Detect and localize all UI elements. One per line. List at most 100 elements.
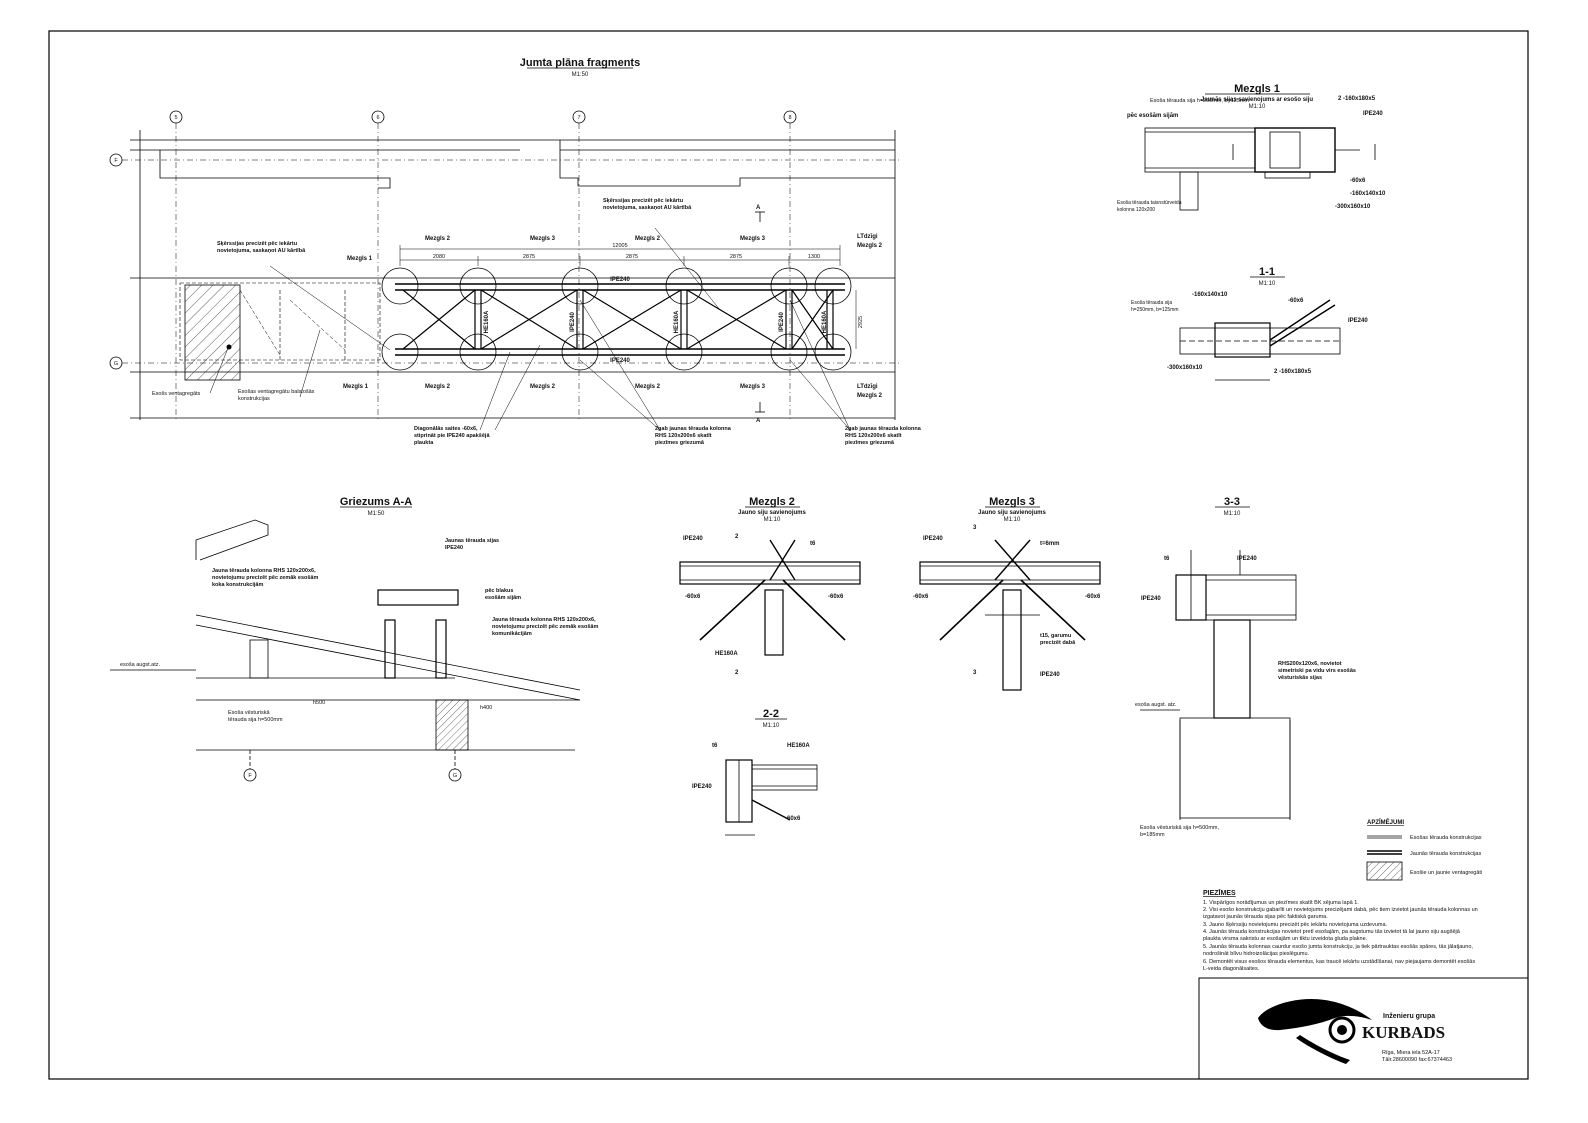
note-kolonnas-1: 2gab jaunas tērauda kolonna RHS 120x200x… [655,426,731,446]
aa-lbl-pec-blakus: pēc blakus esošām sijām [485,588,522,601]
beam-v3: HE160A [674,310,680,333]
axis-7: 7 [577,115,580,121]
note-line-2: 2. Visi esošo konstrukciju gabarīti un n… [1203,907,1478,913]
s33-lbl-rhs: RHS200x120x6, novietot simetriski pa vid… [1278,661,1356,681]
note-diag-saites: Diagonālās saites -60x6, stiprināt pie I… [414,426,490,446]
company-line-1: Inženieru grupa [1383,1013,1435,1020]
detail-mezgls-1: Mezgls 1 Jaunās sijas savienojums ar eso… [1117,83,1386,213]
dim-4: 2875 [730,254,742,260]
mezgls2-title: Mezgls 2 [749,496,795,508]
m2-lbl-t6: t6 [810,541,816,547]
m1-lbl-kolonna: Esoša tērauda taisnstūrveida kolonna 120… [1117,200,1182,213]
company-name: KURBADS [1362,1023,1445,1042]
s33-lbl-augst: esoša augst. atz. [1135,702,1177,708]
notes: PIEZĪMES 1. Vispārīgos norādījumus un pi… [1203,889,1478,972]
aa-lbl-ipe: Jaunas tērauda sijas IPE240 [445,538,500,551]
note-line-4: 3. Jauno šķērssiju novietojumu precizēt … [1203,922,1388,928]
notes-title: PIEZĪMES [1203,889,1236,897]
legend-item-3: Esošie un jaunie ventagregāti [1410,870,1482,876]
s11-lbl-ipe240: IPE240 [1348,318,1368,324]
kurbads-logo-icon [1258,998,1372,1064]
mezgls3-title: Mezgls 3 [989,496,1035,508]
m3-lbl-ipe240-b: IPE240 [1040,672,1060,678]
label-mezgls2-a: Mezgls 2 [425,236,451,242]
mezgls2-scale: M1:10 [764,517,781,523]
note-esoss-venta: Esošs ventagregāts [152,391,201,397]
m2-lbl-sec-top: 2 [735,534,739,540]
label-mezgls3-a: Mezgls 3 [530,236,556,242]
s22-lbl-t6: t6 [712,743,718,749]
m2-lbl-60x6-r: -60x6 [828,594,844,600]
m1-lbl-esosa-sija: Esoša tērauda sija h=250mm, b=125mm [1150,98,1249,104]
s11-lbl-300x160: -300x160x10 [1167,365,1203,371]
label-mezgls3-c: Mezgls 3 [740,384,766,390]
label-mezgls1-top: Mezgls 1 [347,256,373,262]
s11-lbl-plates: 2 -160x180x5 [1274,369,1312,375]
section-1-1: 1-1 M1:10 Esoša tērauda sija h=250mm, b=… [1131,266,1368,381]
label-mezgls2-g: Mezgls 2 [857,393,883,399]
company-address: Rīga, Miera iela 52A-17 [1382,1050,1440,1056]
node-circles [381,267,852,371]
label-mezgls2-b: Mezgls 2 [635,236,661,242]
label-mezgls2-e: Mezgls 2 [530,384,556,390]
s22-lbl-60x6: -60x6 [785,816,801,822]
title-block: Inženieru grupa KURBADS Rīga, Miera iela… [1198,977,1529,1080]
legend-title: APZĪMĒJUMI [1367,819,1404,826]
legend-item-2: Jaunās tērauda konstrukcijas [1410,851,1481,857]
detail-mezgls-3: Mezgls 3 Jauno siju savienojums M1:10 IP… [913,496,1101,691]
note-saitas-left: Šķērssijas precizēt pēc iekārtu novietoj… [217,241,306,254]
m3-lbl-t15: t15, garumu precizēt dabā [1040,633,1076,646]
s11-lbl-60x6: -60x6 [1288,298,1304,304]
note-venta-balst: Esošas ventagregātu balstošās konstrukci… [238,389,315,402]
m2-lbl-he160a: HE160A [715,651,738,657]
note-line-1: 1. Vispārīgos norādījumus un piezīmes sk… [1203,900,1359,906]
note-saitas-right: Šķērssijas precizēt pēc iekārtu novietoj… [603,198,692,211]
mezgls3-subtitle: Jauno siju savienojums [978,510,1046,516]
m3-lbl-sec-top: 3 [973,525,977,531]
label-mezgls2-d: Mezgls 2 [425,384,451,390]
m2-lbl-sec-bot: 2 [735,670,739,676]
label-mezgls3-b: Mezgls 3 [740,236,766,242]
beam-v4: IPE240 [779,311,785,331]
section-2-2: 2-2 M1:10 HE160A IPE240 -60x6 t6 [692,708,818,836]
m1-lbl-pec: pēc esošām sijām [1127,113,1178,119]
s33-lbl-ipe-top: IPE240 [1237,556,1257,562]
m3-lbl-60x6-l: -60x6 [913,594,929,600]
note-line-10: L-veida diagonālsaites. [1203,966,1260,972]
beam-v5: HE160A [822,310,828,333]
m3-lbl-60x6-r: -60x6 [1085,594,1101,600]
sec33-title: 3-3 [1224,496,1240,508]
m2-lbl-60x6-l: -60x6 [685,594,701,600]
m1-lbl-60x6: -60x6 [1350,178,1366,184]
griezums-title: Griezums A-A [340,496,412,508]
beam-v1: HE160A [484,310,490,333]
aa-lbl-kolonna-2: Jauna tērauda kolonna RHS 120x200x6, nov… [492,617,599,637]
axis-F: F [114,158,118,164]
section-a-a: Griezums A-A M1:50 F G Jaunas tērauda si… [110,496,599,782]
m3-lbl-t6mm: t=6mm [1040,541,1060,547]
axis-6: 6 [376,115,379,121]
note-line-9: 6. Demontēt visus esošos tērauda element… [1203,959,1475,965]
label-mezgls2-f: Mezgls 2 [635,384,661,390]
detail-mezgls-2: Mezgls 2 Jauno siju savienojums M1:10 IP… [679,496,861,676]
note-line-5: 4. Jaunās tērauda konstrukcijas novietot… [1203,929,1461,935]
label-mezgls1-bot: Mezgls 1 [343,384,369,390]
beam-bottom: IPE240 [610,358,630,364]
dim-3: 2875 [626,254,638,260]
s11-lbl-160x140: -160x140x10 [1192,292,1228,298]
sheet-frame [48,30,1529,1080]
sec22-scale: M1:10 [763,723,780,729]
axis-G: G [114,361,118,367]
griezums-axis-f: F [248,773,252,779]
legend: APZĪMĒJUMI Esošas tērauda konstrukcijas … [1366,819,1482,881]
sec33-scale: M1:10 [1224,511,1241,517]
griezums-axis-g: G [453,773,457,779]
note-line-6: plaukta virsma sakristu ar esošajām un t… [1203,936,1368,942]
section-3-3: 3-3 M1:10 IPE240 IPE240 t6 RHS200x120x6,… [1135,496,1356,838]
mezgls3-scale: M1:10 [1004,517,1021,523]
beam-v2: IPE240 [570,311,576,331]
s33-lbl-vestur-sija: Esoša vēsturiskā sija h=500mm, b=185mm [1140,825,1220,838]
griezums-scale: M1:50 [368,511,385,517]
aa-lbl-h400: h400 [480,705,492,711]
